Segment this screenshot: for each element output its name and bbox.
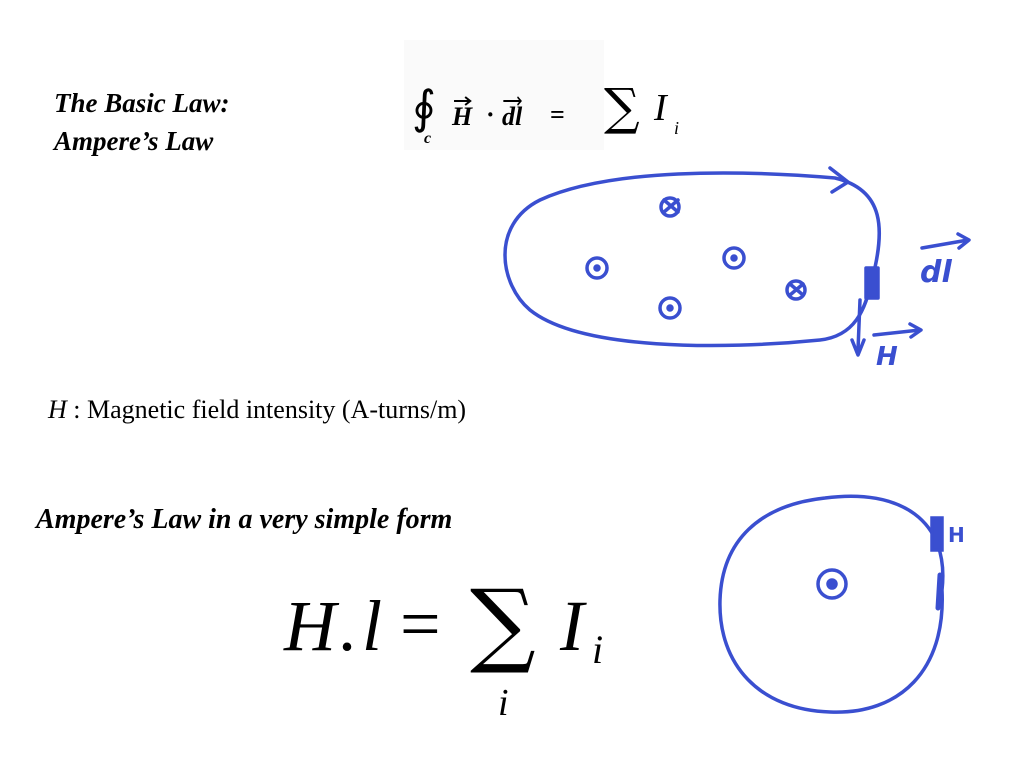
contour-integral-symbol: ∮ xyxy=(412,80,436,134)
contour-label: c xyxy=(424,130,432,147)
vector-dl-label: dl xyxy=(502,102,523,131)
circular-loop-sketch: H xyxy=(718,494,965,714)
vector-arrow-icon xyxy=(503,96,522,106)
h-definition-symbol: H xyxy=(48,395,67,424)
dl-overbar-arrow xyxy=(920,238,970,250)
vector-h-label: H xyxy=(452,102,473,131)
simple-formula-current: I xyxy=(560,586,584,666)
simple-formula-sum-index: i xyxy=(498,682,509,724)
h-definition: H : Magnetic field intensity (A-turns/m) xyxy=(48,395,466,425)
h-tangent-mark xyxy=(930,516,944,552)
circle-h-label: H xyxy=(948,523,965,547)
current-symbol-dot-1 xyxy=(585,256,609,280)
vector-arrow-icon xyxy=(454,96,472,106)
heading-line-2: Ampere’s Law xyxy=(54,126,214,156)
center-current-symbol xyxy=(816,568,848,600)
current-symbol-cross-2 xyxy=(785,279,807,301)
simple-form-title: Ampere’s Law in a very simple form xyxy=(36,504,453,535)
circular-loop xyxy=(718,494,945,714)
simple-formula-l: l xyxy=(362,586,383,666)
current-subscript: i xyxy=(674,118,680,138)
current-symbol-cross xyxy=(659,196,681,218)
simple-formula-current-subscript: i xyxy=(592,627,604,672)
h-vector-arrow xyxy=(856,298,862,352)
current-symbol-dot-3 xyxy=(658,296,682,320)
equals-sign: = xyxy=(550,100,565,129)
sketch-h-label: H xyxy=(876,342,898,372)
dl-segment xyxy=(864,266,880,300)
simple-formula-equals: = xyxy=(400,584,441,664)
simple-formula-h: H xyxy=(284,586,336,666)
sketch-dl-label: dl xyxy=(920,255,952,290)
scan-background xyxy=(404,40,604,150)
slide-heading: The Basic Law: Ampere’s Law xyxy=(54,84,230,160)
h-definition-text: : Magnetic field intensity (A-turns/m) xyxy=(66,395,467,424)
integral-formula: ∮ c H · dl = ∑ I i xyxy=(404,40,704,160)
dot-product-symbol: · xyxy=(486,100,495,129)
amperian-loop xyxy=(503,171,882,348)
simple-formula-sum: ∑ xyxy=(470,570,536,677)
loop-direction-arrow-icon xyxy=(828,166,850,194)
h-overbar-arrow xyxy=(872,328,922,337)
simple-formula-dot: . xyxy=(338,586,356,666)
ampere-loop-sketch: dl H xyxy=(503,166,971,372)
sum-symbol: ∑ xyxy=(604,78,640,136)
current-symbol: I xyxy=(654,87,667,129)
current-symbol-dot-2 xyxy=(722,246,746,270)
vector-dl: dl xyxy=(502,96,523,132)
vector-h: H xyxy=(452,96,473,132)
heading-line-1: The Basic Law: xyxy=(54,88,230,118)
simple-formula: H . l = ∑ i I i xyxy=(284,570,644,724)
